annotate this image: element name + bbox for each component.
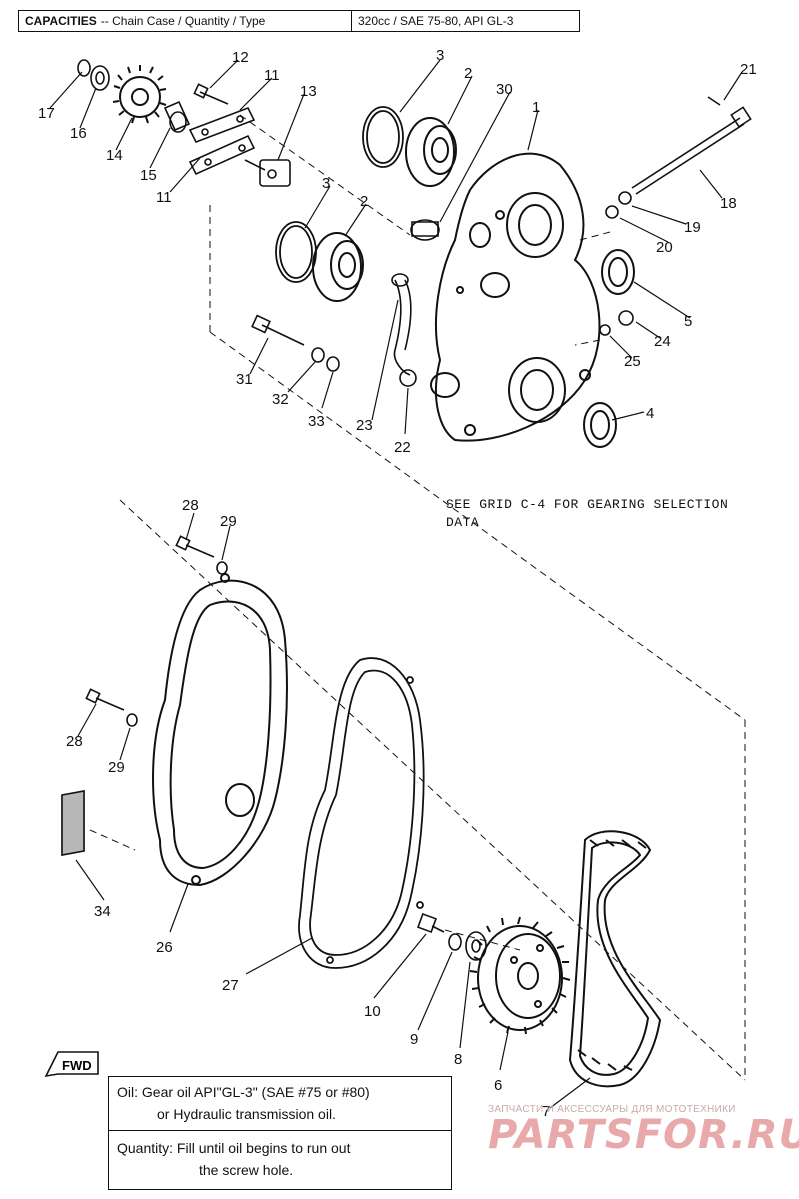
callout-21: 21 [740,61,757,78]
callout-19: 19 [684,219,701,236]
oil-info-box: Oil: Gear oil API"GL-3" (SAE #75 or #80)… [108,1076,452,1190]
callout-2-bottom: 2 [360,193,368,210]
gearing-selection-note: SEE GRID C-4 FOR GEARING SELECTION DATA [446,497,729,530]
callout-29-bottom: 29 [108,759,125,776]
callout-5: 5 [684,313,692,330]
callout-3-bottom: 3 [322,175,330,192]
callout-numbers: 17 16 14 15 12 11 13 11 3 2 30 1 3 2 21 … [38,47,757,1120]
callout-25: 25 [624,353,641,370]
capacities-value: 320cc / SAE 75-80, API GL-3 [358,14,514,28]
part-28-bolts [85,535,215,711]
part-17-16-washers [77,59,110,91]
callout-30: 30 [496,81,513,98]
callout-10: 10 [364,1003,381,1020]
callout-33: 33 [308,413,325,430]
part-21-pin [707,96,721,106]
part-14-sprocket [112,65,167,124]
callout-4: 4 [646,405,654,422]
leader-lines [49,59,743,1109]
part-24-25-bolt-washer [599,310,634,336]
callout-9: 9 [410,1031,418,1048]
fwd-label: FWD [62,1058,92,1073]
assembly-guide-lines [89,114,746,1081]
callout-22: 22 [394,439,411,456]
callout-14: 14 [106,147,123,164]
quantity-label: Quantity: [117,1140,174,1156]
callout-32: 32 [272,391,289,408]
callout-28-top: 28 [182,497,199,514]
part-3-snap-rings [275,106,404,283]
fwd-arrow-icon: FWD [44,1051,99,1078]
part-9-8-washers [448,931,487,961]
callout-13: 13 [300,83,317,100]
part-13-tensioner [244,159,291,187]
capacities-header: CAPACITIES -- Chain Case / Quantity / Ty… [18,10,580,32]
part-7-chain [568,830,662,1088]
part-26-cover [152,573,288,887]
callout-18: 18 [720,195,737,212]
callout-17: 17 [38,105,55,122]
callout-34: 34 [94,903,111,920]
callout-7: 7 [542,1103,550,1120]
capacities-title: CAPACITIES [25,14,97,28]
oil-line2: or Hydraulic transmission oil. [157,1106,336,1122]
part-1-chain-case [430,152,601,442]
part-19-20-washers [605,191,632,219]
part-6-large-sprocket [469,916,571,1035]
watermark-brand: PARTSFOR.RU [488,1112,799,1158]
part-2-bearings [312,117,457,302]
part-27-gasket [298,657,425,969]
callout-20: 20 [656,239,673,256]
callout-16: 16 [70,125,87,142]
callout-29-top: 29 [220,513,237,530]
callout-3-top: 3 [436,47,444,64]
callout-11-top: 11 [264,67,280,84]
part-10-bolt [417,913,445,933]
part-12-bolt [193,83,229,105]
part-31-bolt [251,314,305,346]
callout-15: 15 [140,167,157,184]
callout-26: 26 [156,939,173,956]
watermark-subtitle: ЗАПЧАСТИ И АКСЕССУАРЫ ДЛЯ МОТОТЕХНИКИ [488,1104,736,1115]
callout-23: 23 [356,417,373,434]
oil-row: Oil: Gear oil API"GL-3" (SAE #75 or #80)… [109,1077,451,1131]
callout-2-top: 2 [464,65,472,82]
part-11-plates [188,106,256,176]
quantity-line1: Fill until oil begins to run out [176,1140,351,1156]
part-29-washers [126,561,228,727]
callout-1: 1 [532,99,540,116]
part-15-collar [163,100,191,133]
callout-6: 6 [494,1077,502,1094]
part-30-plug [410,219,440,241]
callout-27: 27 [222,977,239,994]
part-4-oil-seal [583,402,617,448]
callout-31: 31 [236,371,253,388]
oil-line1: Gear oil API"GL-3" (SAE #75 or #80) [141,1084,370,1100]
capacities-label-cell: CAPACITIES -- Chain Case / Quantity / Ty… [19,11,352,31]
part-18-long-bolt [631,106,752,195]
part-32-33-washers [311,347,340,372]
quantity-line2: the screw hole. [199,1162,294,1178]
quantity-row: Quantity: Fill until oil begins to run o… [109,1131,451,1191]
part-22-23-oil-tube [391,273,417,387]
callout-24: 24 [654,333,671,350]
part-34-label-plate [61,790,85,856]
callout-8: 8 [454,1051,462,1068]
part-5-oil-seal [601,249,635,295]
callout-28-bottom: 28 [66,733,83,750]
oil-label: Oil: [117,1084,138,1100]
callout-11-bottom: 11 [156,189,172,206]
capacities-subtitle: -- Chain Case / Quantity / Type [100,14,266,28]
callout-12: 12 [232,49,249,66]
